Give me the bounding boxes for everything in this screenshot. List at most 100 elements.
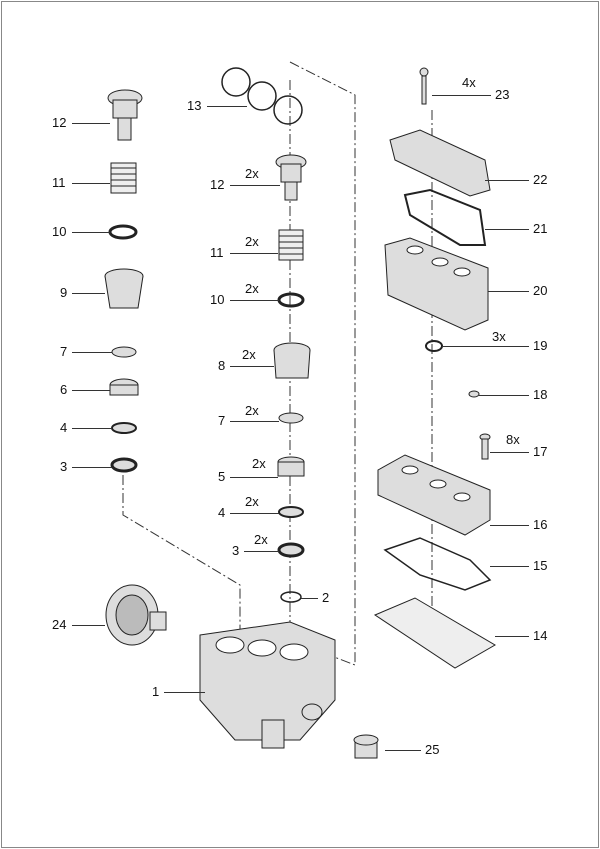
callout-number-10: 10 — [210, 292, 225, 307]
quantity-label: 2x — [245, 403, 259, 418]
leader-line — [230, 513, 279, 514]
part-3-seal-middle — [277, 542, 305, 558]
callout-number-14: 14 — [533, 628, 548, 643]
leader-line — [72, 352, 112, 353]
part-10-oring-left — [108, 224, 138, 240]
leader-line — [164, 692, 205, 693]
quantity-label: 2x — [245, 234, 259, 249]
axis-line-left — [122, 475, 241, 630]
leader-line — [244, 551, 279, 552]
callout-number-5: 5 — [218, 469, 226, 484]
part-18-cap — [468, 390, 480, 398]
quantity-label: 2x — [242, 347, 256, 362]
part-4-seal-left — [111, 422, 137, 434]
callout-number-11: 11 — [52, 175, 66, 190]
callout-number-8: 8 — [218, 358, 226, 373]
leader-line — [490, 566, 529, 567]
callout-number-13: 13 — [187, 98, 202, 113]
part-7-washer-middle — [278, 412, 304, 424]
callout-number-11: 11 — [210, 245, 224, 260]
part-7-washer-left — [111, 346, 137, 358]
leader-line — [495, 636, 529, 637]
callout-number-16: 16 — [533, 517, 548, 532]
leader-line — [207, 106, 247, 107]
leader-line — [488, 291, 529, 292]
callout-number-22: 22 — [533, 172, 548, 187]
callout-number-23: 23 — [495, 87, 510, 102]
quantity-label: 4x — [462, 75, 476, 90]
part-4-seal-middle — [278, 506, 304, 518]
part-25-plug — [353, 734, 379, 759]
callout-number-17: 17 — [533, 444, 548, 459]
part-15-gasket — [383, 537, 492, 591]
part-20-block — [384, 237, 489, 331]
leader-line — [301, 598, 318, 599]
axis-line-divider — [289, 61, 356, 666]
callout-number-6: 6 — [60, 382, 68, 397]
leader-line — [72, 625, 105, 626]
callout-number-15: 15 — [533, 558, 548, 573]
part-13-gasket — [221, 67, 303, 125]
callout-number-3: 3 — [60, 459, 68, 474]
part-12-valve-left — [107, 89, 143, 141]
quantity-label: 3x — [492, 329, 506, 344]
callout-number-24: 24 — [52, 617, 67, 632]
part-22-plate — [389, 129, 491, 197]
leader-line — [230, 477, 278, 478]
callout-number-4: 4 — [60, 420, 68, 435]
callout-number-7: 7 — [60, 344, 68, 359]
part-24-cover — [105, 584, 167, 646]
quantity-label: 2x — [245, 281, 259, 296]
part-1-housing — [199, 621, 336, 749]
leader-line — [72, 390, 110, 391]
leader-line — [479, 395, 529, 396]
leader-line — [230, 421, 279, 422]
callout-number-9: 9 — [60, 285, 68, 300]
leader-line — [72, 428, 112, 429]
part-14-plate — [373, 597, 496, 669]
leader-line — [72, 123, 110, 124]
callout-number-19: 19 — [533, 338, 548, 353]
leader-line — [385, 750, 421, 751]
leader-line — [442, 346, 529, 347]
leader-line — [230, 366, 274, 367]
callout-number-18: 18 — [533, 387, 548, 402]
part-6-guide-left — [109, 378, 139, 396]
part-19-oring — [425, 340, 443, 352]
leader-line — [72, 293, 105, 294]
leader-line — [72, 467, 112, 468]
quantity-label: 2x — [245, 494, 259, 509]
leader-line — [230, 300, 279, 301]
part-9-cup-left — [104, 268, 144, 309]
leader-line — [485, 229, 529, 230]
callout-number-10: 10 — [52, 224, 67, 239]
callout-number-2: 2 — [322, 590, 330, 605]
callout-number-3: 3 — [232, 543, 240, 558]
leader-line — [490, 525, 529, 526]
leader-line — [485, 180, 529, 181]
callout-number-21: 21 — [533, 221, 548, 236]
leader-line — [490, 452, 529, 453]
part-2-oring — [280, 591, 302, 603]
part-17-screw — [479, 433, 491, 460]
callout-number-4: 4 — [218, 505, 226, 520]
part-11-spring-middle — [278, 229, 304, 261]
part-10-oring-middle — [277, 292, 305, 308]
callout-number-7: 7 — [218, 413, 226, 428]
part-23-screw — [419, 67, 429, 105]
part-16-plate — [377, 454, 491, 536]
callout-number-12: 12 — [210, 177, 225, 192]
part-3-seal-left — [110, 457, 138, 473]
leader-line — [432, 95, 491, 96]
leader-line — [230, 253, 278, 254]
part-5-guide-middle — [277, 456, 305, 477]
callout-number-12: 12 — [52, 115, 67, 130]
part-11-spring-left — [110, 162, 137, 194]
leader-line — [72, 232, 110, 233]
leader-line — [72, 183, 110, 184]
part-8-cup-middle — [273, 342, 311, 379]
quantity-label: 2x — [245, 166, 259, 181]
part-21-gasket — [403, 188, 487, 246]
